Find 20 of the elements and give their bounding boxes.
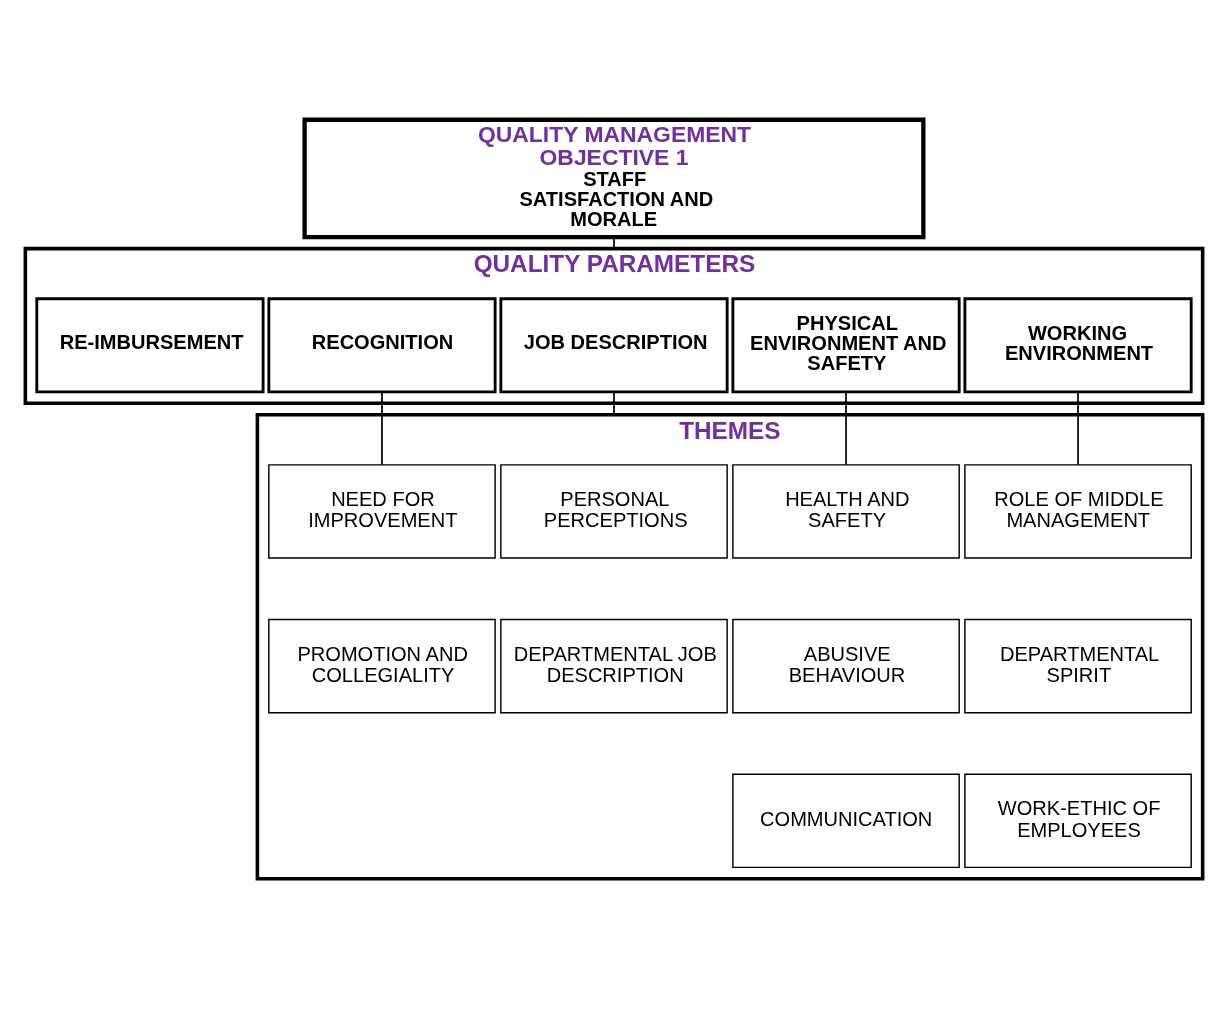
node-box: NEED FOR IMPROVEMENT bbox=[268, 463, 496, 559]
node-box: QUALITY MANAGEMENT OBJECTIVE 1 STAFF SATISFACTION AND MORALE bbox=[302, 117, 926, 239]
connector bbox=[613, 390, 615, 416]
node-box: ABUSIVE BEHAVIOUR bbox=[732, 618, 960, 713]
connector bbox=[1077, 390, 1079, 466]
node-box: ROLE OF MIDDLE MANAGEMENT bbox=[964, 463, 1192, 559]
node-box: JOB DESCRIPTION bbox=[499, 296, 729, 393]
node-box: PHYSICAL ENVIRONMENT AND SAFETY bbox=[731, 296, 961, 393]
node-box: RE-IMBURSEMENT bbox=[35, 296, 265, 393]
node-box: RECOGNITION bbox=[267, 296, 497, 393]
node-box: PERSONAL PERCEPTIONS bbox=[500, 463, 728, 559]
node-box: WORKING ENVIRONMENT bbox=[963, 296, 1193, 393]
node-box: DEPARTMENTAL SPIRIT bbox=[964, 618, 1192, 713]
node-box: WORK-ETHIC OF EMPLOYEES bbox=[964, 773, 1192, 868]
node-box: HEALTH AND SAFETY bbox=[732, 463, 960, 559]
connector bbox=[845, 390, 847, 466]
node-box: DEPARTMENTAL JOB DESCRIPTION bbox=[500, 618, 728, 713]
node-box: PROMOTION AND COLLEGIALITY bbox=[268, 618, 496, 713]
connector bbox=[381, 390, 383, 466]
node-box: COMMUNICATION bbox=[732, 773, 960, 868]
